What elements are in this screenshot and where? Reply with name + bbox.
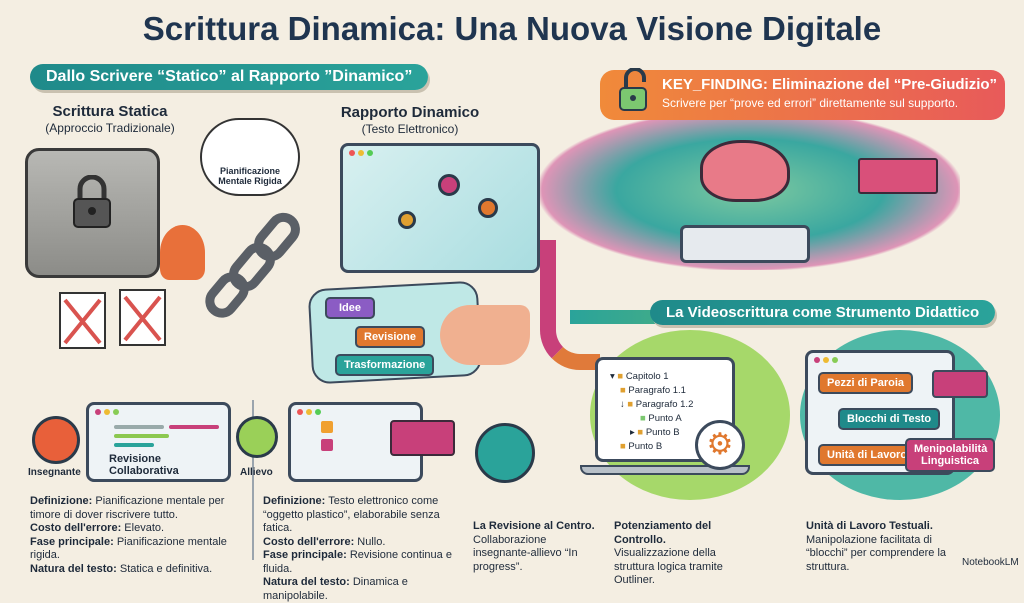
unlocked-padlock-icon xyxy=(618,67,648,112)
brain-icon xyxy=(700,140,790,202)
static-heading: Scrittura Statica xyxy=(52,103,168,120)
outliner-tree: ▾ ■ Capitolo 1 ■ Paragrafo 1.1 ↓ ■ Parag… xyxy=(610,370,693,454)
thought-bubble-text: Pianificazione Mentale Rigida xyxy=(218,166,282,186)
key-finding-title: KEY_FINDING: Eliminazione del “Pre-Giudi… xyxy=(662,76,998,93)
laptop-base xyxy=(580,465,750,475)
node xyxy=(478,198,498,218)
static-subheading: (Approccio Tradizionale) xyxy=(45,121,175,135)
student-label: Allievo xyxy=(240,467,273,478)
lock-icon xyxy=(70,174,114,229)
teacher-avatar xyxy=(32,416,80,464)
outliner-item[interactable]: ■ Punto A xyxy=(640,413,682,424)
section-banner-static-dynamic: Dallo Scrivere “Statico” al Rapporto ”Di… xyxy=(30,64,429,90)
divider xyxy=(252,400,254,560)
dynamic-subheading: (Testo Elettronico) xyxy=(361,122,459,136)
collab-window: Revisione Collaborativa xyxy=(86,402,231,482)
student-avatar xyxy=(236,416,278,458)
static-description: Definizione: Pianificazione mentale per … xyxy=(30,495,227,575)
handshake-icon xyxy=(475,423,535,483)
dynamic-text-window xyxy=(340,143,540,273)
thought-bubble xyxy=(200,118,300,196)
flow-ribbon xyxy=(540,240,600,370)
block-blocchi: Blocchi di Testo xyxy=(838,408,941,430)
feature-revisione: La Revisione al Centro.Collaborazione in… xyxy=(473,520,595,573)
outliner-item[interactable]: ▾ ■ Capitolo 1 xyxy=(610,371,669,382)
person-head-icon xyxy=(160,225,205,280)
teacher-label: Insegnante xyxy=(28,467,81,478)
node xyxy=(398,211,416,229)
block-unita: Unità di Lavoro xyxy=(818,444,917,466)
dynamic-description: Definizione: Testo elettronico come “ogg… xyxy=(263,495,452,602)
broken-chain-icon xyxy=(205,210,315,320)
section-banner-didactic: La Videoscrittura come Strumento Didatti… xyxy=(650,300,996,325)
key-finding-text: Scrivere per “prove ed errori” direttame… xyxy=(662,96,959,110)
tag-idee: Idee xyxy=(325,297,375,319)
node xyxy=(438,174,460,196)
speech-block xyxy=(932,370,988,398)
page-title: Scrittura Dinamica: Una Nuova Visione Di… xyxy=(142,10,882,47)
dynamic-heading: Rapporto Dinamico xyxy=(340,104,480,121)
outliner-laptop: ▾ ■ Capitolo 1 ■ Paragrafo 1.1 ↓ ■ Parag… xyxy=(595,357,735,462)
outliner-item[interactable]: ■ Paragrafo 1.1 xyxy=(620,385,686,396)
magnifier-gear-icon: ⚙ xyxy=(695,420,745,470)
block-pezzi: Pezzi di Paroia xyxy=(818,372,914,394)
pen-hand-icon xyxy=(440,305,530,365)
feature-unita: Unità di Lavoro Testuali.Manipolazione f… xyxy=(806,520,947,573)
keyboard-icon xyxy=(680,225,810,263)
brand-label: NotebookLM xyxy=(962,557,1019,568)
output-box xyxy=(858,158,938,194)
key-finding-banner xyxy=(600,70,1005,120)
feature-controllo: Potenziamento del Controllo.Visualizzazi… xyxy=(614,520,723,586)
tag-trasformazione: Trasformazione xyxy=(335,354,435,376)
tag-revisione: Revisione xyxy=(355,326,425,348)
outliner-item[interactable]: ↓ ■ Paragrafo 1.2 xyxy=(620,399,694,410)
outliner-item[interactable]: ■ Punto B xyxy=(620,441,663,452)
block-manip: Menipolabilità Linguistica xyxy=(905,438,995,472)
crossed-papers-icon xyxy=(50,285,180,355)
outliner-item[interactable]: ▸ ■ Punto B xyxy=(630,427,680,438)
dragged-block xyxy=(390,420,455,456)
collab-window-label: Revisione Collaborativa xyxy=(109,453,179,477)
